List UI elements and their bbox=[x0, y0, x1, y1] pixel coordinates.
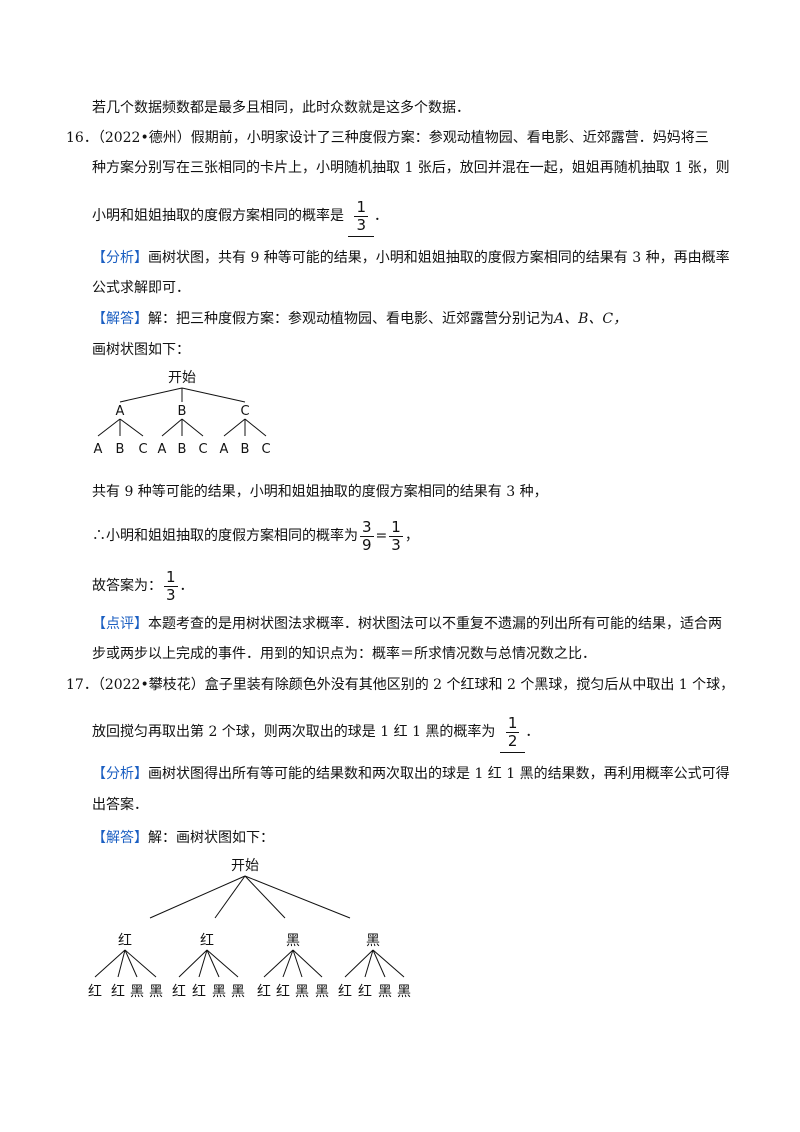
tree-leaf: 黑 bbox=[149, 984, 163, 1000]
tree-leaf: 红 bbox=[88, 984, 102, 1000]
tree-leaf: 黑 bbox=[397, 984, 411, 1000]
analysis-tag: 【分析】 bbox=[92, 250, 148, 266]
question-16-line-1: 16．（2022•德州）假期前，小明家设计了三种度假方案：参观动植物园、看电影、… bbox=[66, 128, 709, 148]
tree-leaf: 红 bbox=[257, 984, 271, 1000]
tree-level1-node: C bbox=[240, 404, 249, 419]
tree-leaf: B bbox=[178, 442, 187, 457]
tree-root: 开始 bbox=[168, 370, 196, 386]
question-text: 盒子里装有除颜色外没有其他区别的 2 个红球和 2 个黑球，搅匀后从中取出 1 … bbox=[204, 677, 735, 693]
tree-leaf: C bbox=[261, 442, 270, 457]
tree-leaf: 黑 bbox=[295, 984, 309, 1000]
tree-level1-node: 红 bbox=[118, 933, 132, 949]
solution-tag: 【解答】 bbox=[92, 830, 148, 846]
tree-leaf: 红 bbox=[358, 984, 372, 1000]
solution-line-1: 【解答】解：把三种度假方案：参观动植物园、看电影、近郊露营分别记为A、B、C， bbox=[92, 311, 628, 327]
tree-leaf: 红 bbox=[276, 984, 290, 1000]
tree-level1-node: 黑 bbox=[366, 933, 380, 949]
tree-leaf: 黑 bbox=[130, 984, 144, 1000]
tree-leaf: 黑 bbox=[315, 984, 329, 1000]
question-source: （2022•德州） bbox=[97, 130, 191, 146]
question-17-line-1: 17．（2022•攀枝花）盒子里装有除颜色外没有其他区别的 2 个红球和 2 个… bbox=[66, 675, 734, 695]
analysis-line-2: 公式求解即可． bbox=[92, 280, 190, 296]
question-number: 17． bbox=[66, 677, 98, 693]
tree-leaf: A bbox=[220, 442, 229, 457]
tree-leaf: 黑 bbox=[231, 984, 245, 1000]
solution-tag: 【解答】 bbox=[92, 311, 148, 327]
tree-diagram-red-black: 开始 红 红 黑 黑 红 红 黑 黑 红 红 黑 黑 红 红 黑 黑 红 红 黑… bbox=[88, 858, 411, 1000]
tree-leaf: A bbox=[94, 442, 103, 457]
analysis-line-1: 【分析】画树状图，共有 9 种等可能的结果，小明和姐姐抽取的度假方案相同的结果有… bbox=[92, 250, 730, 266]
analysis-line-2: 出答案． bbox=[92, 797, 148, 813]
paragraph-mode-note: 若几个数据频数都是最多且相同，此时众数就是这多个数据． bbox=[92, 100, 470, 116]
solution-line-3: 共有 9 种等可能的结果，小明和姐姐抽取的度假方案相同的结果有 3 种， bbox=[92, 484, 548, 500]
comment-line-1: 【点评】本题考查的是用树状图法求概率．树状图法可以不重复不遗漏的列出所有可能的结… bbox=[92, 616, 722, 632]
tree-leaf: C bbox=[138, 442, 147, 457]
tree-leaf: 红 bbox=[111, 984, 125, 1000]
tree-level1-node: 红 bbox=[200, 933, 214, 949]
tree-leaf: B bbox=[116, 442, 125, 457]
question-number: 16． bbox=[66, 130, 98, 146]
analysis-line-1: 【分析】画树状图得出所有等可能的结果数和两次取出的球是 1 红 1 黑的结果数，… bbox=[92, 766, 730, 782]
tree-level1-node: B bbox=[178, 404, 187, 419]
tree-leaf: 红 bbox=[192, 984, 206, 1000]
tree-root: 开始 bbox=[231, 858, 259, 874]
tree-leaf: A bbox=[158, 442, 167, 457]
comment-tag: 【点评】 bbox=[92, 616, 148, 632]
question-text: 小明和姐姐抽取的度假方案相同的概率是 bbox=[92, 208, 344, 224]
tree-leaf: 黑 bbox=[212, 984, 226, 1000]
solution-line-2: 画树状图如下： bbox=[92, 342, 190, 358]
tree-level1-node: 黑 bbox=[286, 933, 300, 949]
tree-level1-node: A bbox=[116, 404, 125, 419]
tree-leaf: B bbox=[241, 442, 250, 457]
tree-leaf: 红 bbox=[172, 984, 186, 1000]
analysis-tag: 【分析】 bbox=[92, 766, 148, 782]
tree-leaf: 红 bbox=[338, 984, 352, 1000]
comment-line-2: 步或两步以上完成的事件．用到的知识点为：概率＝所求情况数与总情况数之比． bbox=[92, 646, 596, 662]
tree-leaf: 黑 bbox=[378, 984, 392, 1000]
solution-line-1: 【解答】解：画树状图如下： bbox=[92, 830, 274, 846]
question-16-line-2: 种方案分别写在三张相同的卡片上，小明随机抽取 1 张后，放回并混在一起，姐姐再随… bbox=[92, 160, 730, 176]
tree-diagram-abc: 开始 A B C A B C A B C A B C bbox=[94, 370, 271, 457]
question-source: （2022•攀枝花） bbox=[97, 677, 205, 693]
question-text: 假期前，小明家设计了三种度假方案：参观动植物园、看电影、近郊露营．妈妈将三 bbox=[190, 130, 709, 146]
tree-leaf: C bbox=[198, 442, 207, 457]
